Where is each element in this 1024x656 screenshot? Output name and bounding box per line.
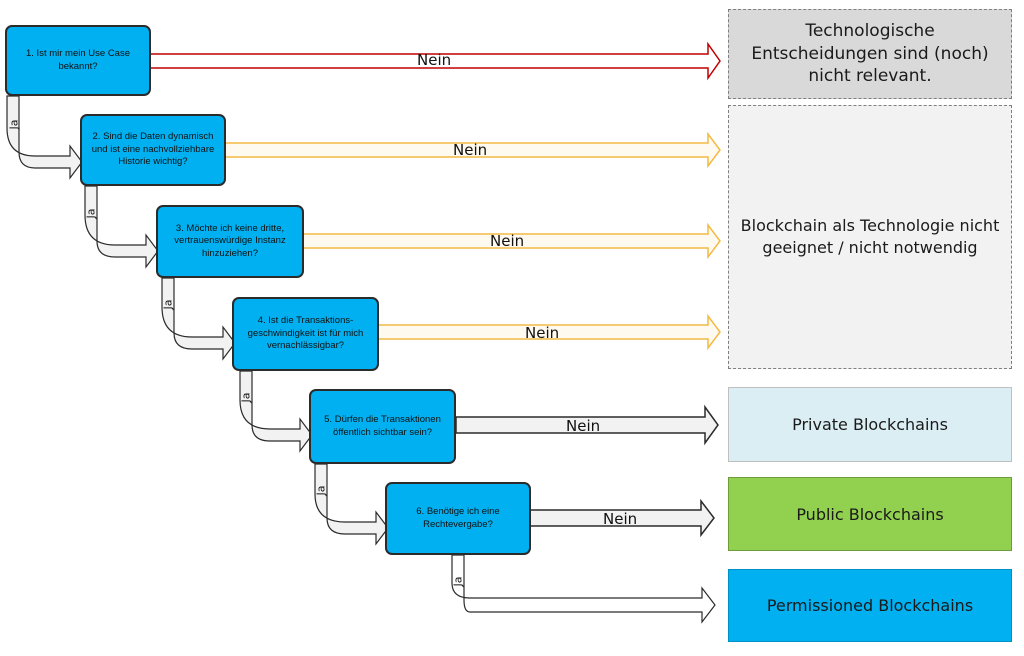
nein-label-3: Nein	[490, 232, 525, 250]
ja-arrow-4	[239, 370, 313, 453]
nein-arrow-5	[455, 404, 719, 446]
ja-arrow-2	[84, 185, 159, 269]
question-3-box: 3. Möchte ich keine dritte, vertrauenswü…	[156, 205, 304, 278]
ja-label-3: Ja	[161, 299, 175, 310]
nein-label-2: Nein	[453, 141, 488, 159]
nein-arrow-1	[149, 41, 721, 81]
question-4-box: 4. Ist die Transaktions-geschwindigkeit …	[232, 297, 379, 371]
ja-label-5: Ja	[314, 485, 328, 496]
question-2-box: 2. Sind die Daten dynamisch und ist eine…	[80, 114, 226, 186]
ja-label-2: Ja	[84, 208, 98, 219]
result-private-blockchains: Private Blockchains	[728, 387, 1012, 462]
ja-arrow-3	[161, 277, 236, 361]
ja-arrow-1	[6, 95, 83, 180]
nein-arrow-4	[377, 313, 721, 351]
nein-label-1: Nein	[417, 51, 452, 69]
ja-label-1: Ja	[7, 119, 21, 130]
result-public-blockchains: Public Blockchains	[728, 477, 1012, 551]
nein-arrow-6	[529, 498, 715, 538]
question-6-box: 6. Benötige ich eine Rechtevergabe?	[385, 482, 531, 555]
result-not-relevant: Technologische Entscheidungen sind (noch…	[728, 9, 1012, 99]
nein-label-6: Nein	[603, 510, 638, 528]
nein-arrow-2	[224, 131, 721, 169]
question-5-box: 5. Dürfen die Transaktionen öffentlich s…	[309, 389, 456, 464]
result-not-suitable: Blockchain als Technologie nicht geeigne…	[728, 105, 1012, 369]
nein-label-4: Nein	[525, 324, 560, 342]
nein-label-5: Nein	[566, 417, 601, 435]
ja-label-4: Ja	[239, 392, 253, 403]
nein-arrow-3	[302, 222, 721, 260]
ja-label-6: Ja	[451, 576, 465, 587]
ja-arrow-5	[314, 463, 389, 546]
question-1-box: 1. Ist mir mein Use Case bekannt?	[5, 25, 151, 96]
result-permissioned-blockchains: Permissioned Blockchains	[728, 569, 1012, 642]
ja-arrow-6	[451, 554, 716, 624]
